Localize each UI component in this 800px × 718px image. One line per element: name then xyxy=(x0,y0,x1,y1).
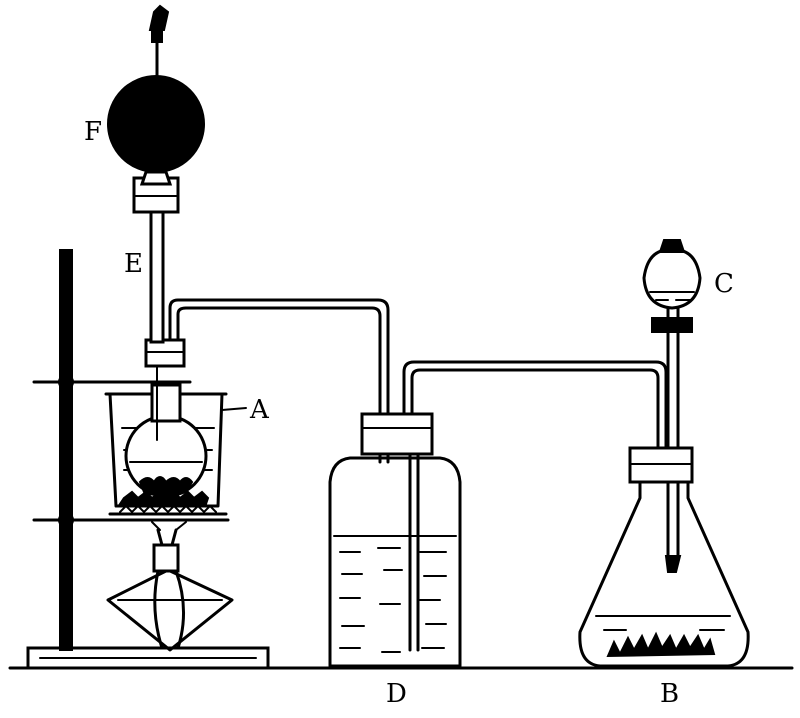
bottle-liquid-marks xyxy=(339,547,447,653)
label-d: D xyxy=(386,679,407,709)
label-b: B xyxy=(660,679,679,709)
tube-flask-to-bottle xyxy=(168,298,390,464)
conical-flask-b xyxy=(578,446,750,668)
label-a: A xyxy=(249,395,270,425)
round-bottom-flask xyxy=(118,383,210,505)
flask-stopper xyxy=(144,338,186,368)
gas-washing-bottle-d xyxy=(328,412,462,668)
dropping-funnel-c xyxy=(642,239,702,573)
retort-stand xyxy=(26,249,270,670)
separatory-funnel-f xyxy=(107,4,205,441)
label-e: E xyxy=(124,249,143,279)
wire-gauze xyxy=(108,504,228,516)
alcohol-burner xyxy=(106,521,234,652)
label-f: F xyxy=(84,117,102,147)
label-c: C xyxy=(714,269,734,299)
tube-bottle-to-flask xyxy=(402,360,668,454)
